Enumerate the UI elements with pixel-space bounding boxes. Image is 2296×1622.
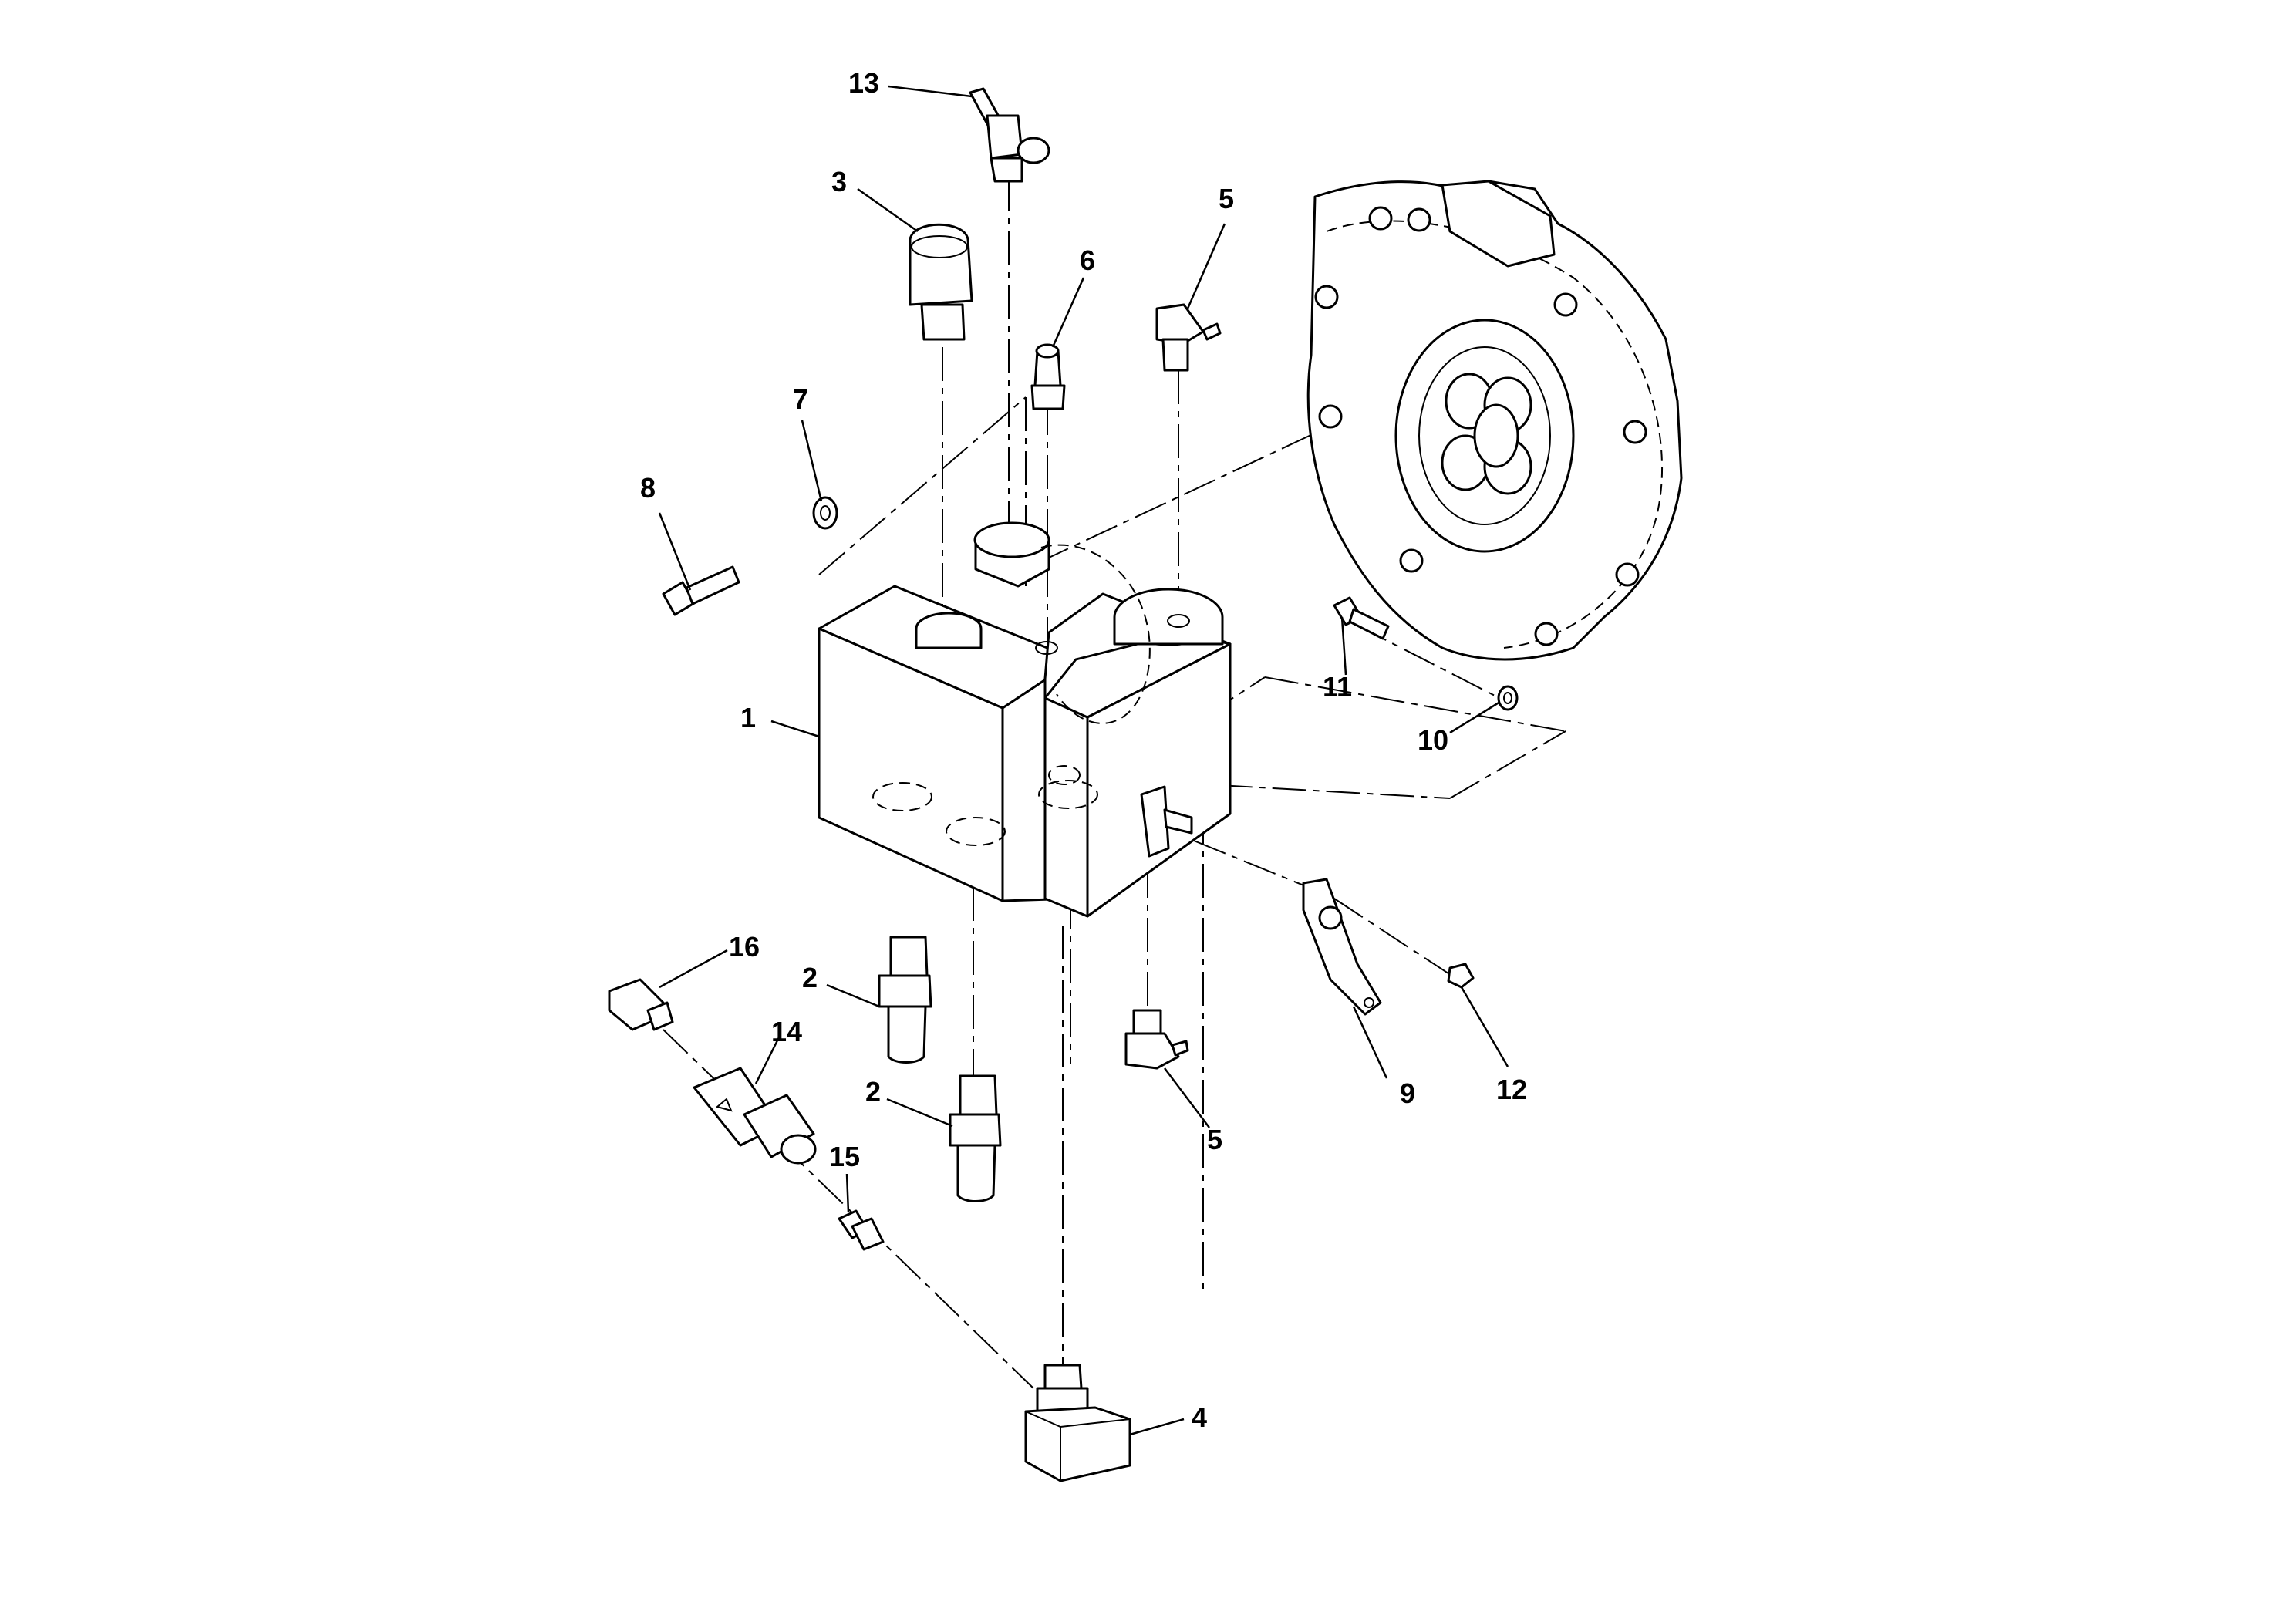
callout-1: 1 xyxy=(740,702,756,733)
flange-bolt-group xyxy=(1314,206,1647,646)
callout-10: 10 xyxy=(1418,724,1448,756)
callout-12: 12 xyxy=(1496,1074,1527,1105)
nut-12 xyxy=(1447,963,1475,989)
bolt-8 xyxy=(662,565,740,616)
fitting-2-right xyxy=(949,1074,1002,1202)
elbow-fitting-5-top xyxy=(1155,303,1222,372)
pump-mounting-flange xyxy=(1306,180,1683,661)
callout-2-right: 2 xyxy=(865,1076,881,1108)
elbow-fitting-5-bottom xyxy=(1124,1009,1189,1070)
callout-labels: 13 3 5 6 7 8 1 11 10 16 2 14 9 12 2 5 15… xyxy=(640,67,1527,1433)
bracket-9 xyxy=(1302,878,1382,1016)
callout-9: 9 xyxy=(1400,1077,1415,1109)
callout-3: 3 xyxy=(831,166,847,197)
callout-4: 4 xyxy=(1192,1401,1207,1433)
plug-3 xyxy=(909,223,973,341)
elbow-fitting-4 xyxy=(1024,1364,1131,1482)
callout-5-bottom: 5 xyxy=(1207,1124,1222,1155)
callout-14: 14 xyxy=(771,1016,802,1047)
elbow-fitting-13 xyxy=(969,87,1050,183)
callout-leaders xyxy=(658,85,1509,1436)
callout-11: 11 xyxy=(1323,671,1352,703)
callout-8: 8 xyxy=(640,472,656,504)
callout-7: 7 xyxy=(793,383,808,415)
callout-15: 15 xyxy=(829,1141,860,1172)
fitting-2-left xyxy=(878,936,932,1064)
callout-13: 13 xyxy=(848,67,879,99)
callout-6: 6 xyxy=(1080,244,1095,276)
check-valve-14 xyxy=(693,1067,817,1165)
washer-7 xyxy=(812,496,838,530)
callout-2-left: 2 xyxy=(802,962,818,993)
lever-on-block xyxy=(1140,785,1193,858)
fitting-6 xyxy=(1030,343,1066,410)
washer-10 xyxy=(1497,685,1519,711)
callout-16: 16 xyxy=(729,931,760,963)
callout-5-top: 5 xyxy=(1219,183,1234,214)
manifold-block xyxy=(818,521,1232,918)
adapter-15 xyxy=(838,1209,885,1251)
sensor-16 xyxy=(608,978,674,1031)
